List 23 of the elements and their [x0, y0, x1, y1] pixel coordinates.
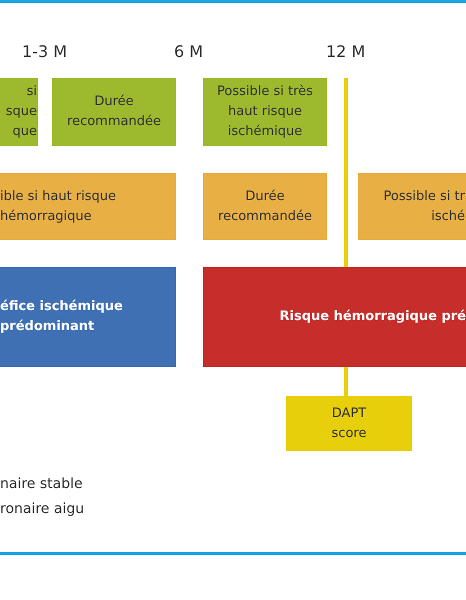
duration-box: [203, 78, 327, 146]
box-text: Durée recommandée: [217, 188, 313, 226]
legend-text: ronaire aigu: [0, 500, 84, 519]
box-text: Possible si très haut risque ischémique: [216, 83, 314, 141]
score-box: [286, 396, 412, 451]
box-text: DAPT score: [330, 404, 368, 442]
time-label: 12 M: [326, 41, 366, 63]
time-label: 6 M: [174, 41, 204, 63]
duration-box: [203, 173, 327, 240]
risk-box: [203, 267, 466, 367]
box-text: Durée recommandée: [66, 93, 162, 131]
box-text: éfice ischémique prédominant: [0, 298, 124, 336]
legend-text: naire stable: [0, 475, 83, 494]
box-text: Possible si tr isché: [382, 188, 465, 226]
duration-box: [52, 78, 176, 146]
benefit-box: [0, 267, 176, 367]
time-label: 1-3 M: [22, 41, 68, 63]
box-text: si sque que: [4, 83, 37, 141]
box-text: Risque hémorragique pré: [278, 308, 466, 326]
duration-box: [0, 78, 38, 146]
duration-box: [0, 173, 176, 240]
box-text: ible si haut risque hémorragique: [0, 188, 118, 226]
duration-box: [358, 173, 466, 240]
